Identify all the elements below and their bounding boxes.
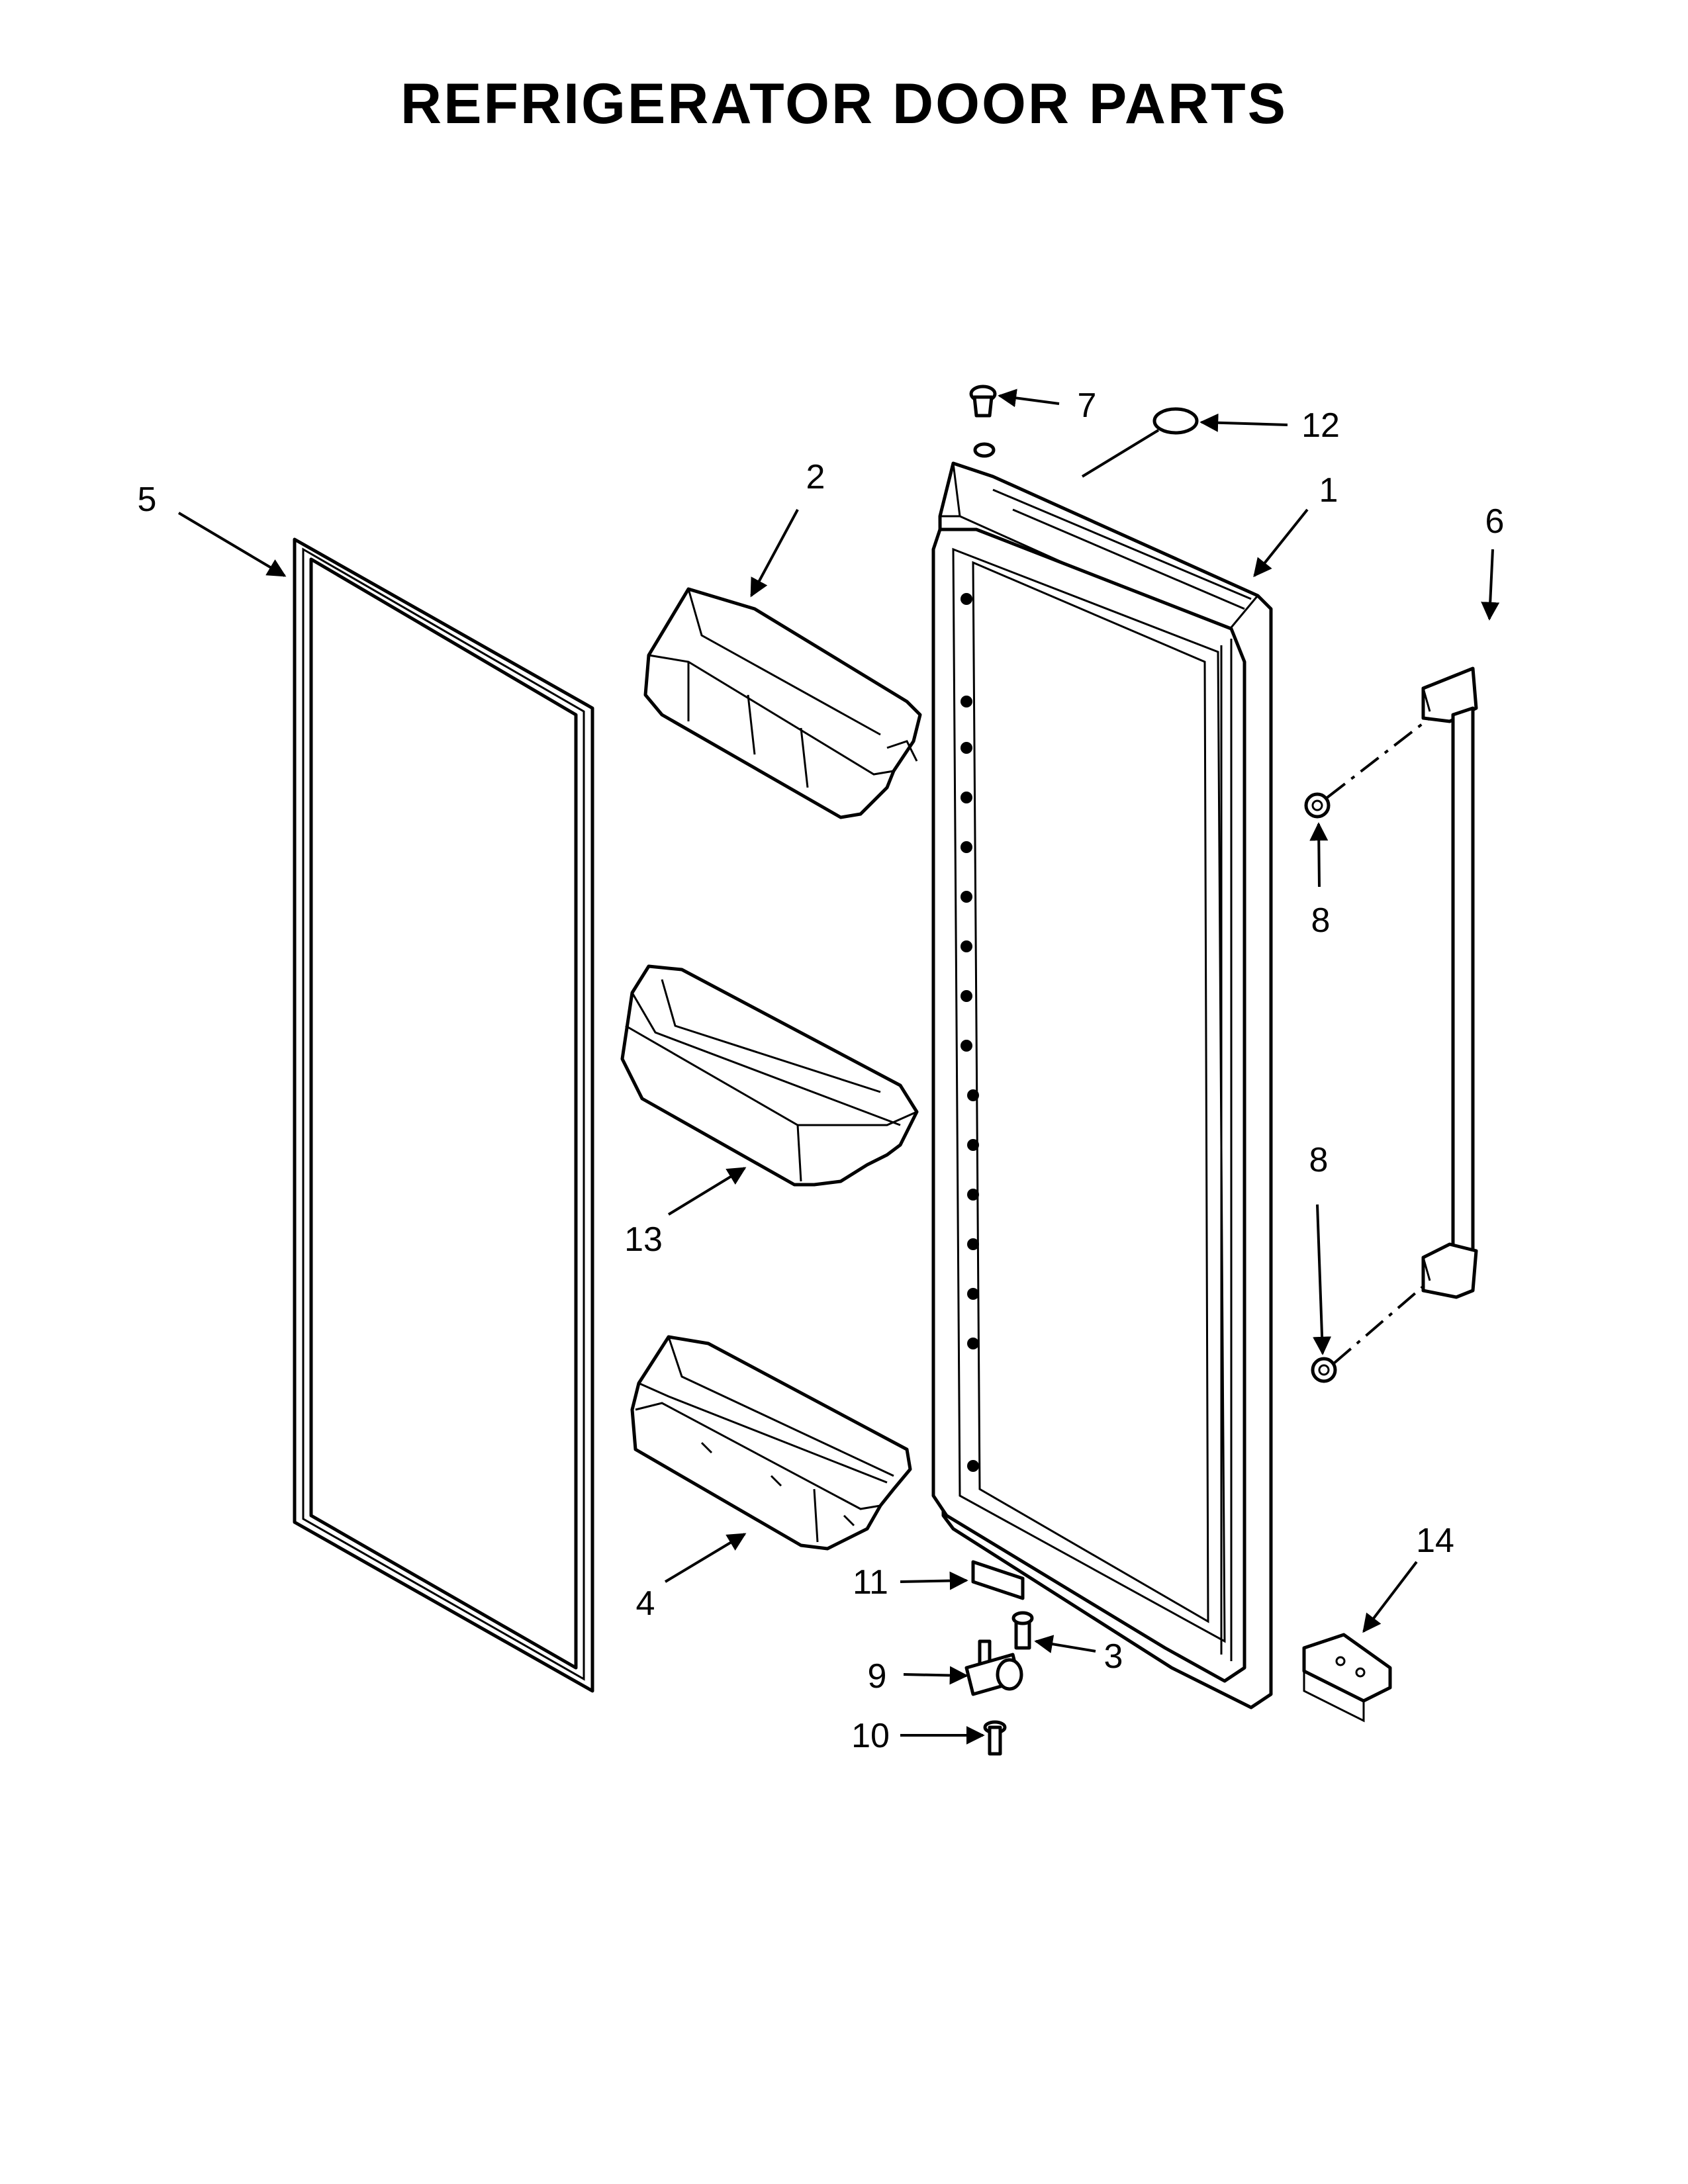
middle-door-bin	[620, 964, 919, 1187]
callout-6: 6	[1485, 502, 1505, 541]
callout-3: 3	[1104, 1637, 1123, 1676]
callout-11: 11	[853, 1563, 888, 1602]
handle-dashed-line-upper	[1326, 717, 1431, 799]
handle-dashed-line-lower	[1333, 1279, 1431, 1365]
callout-9: 9	[868, 1657, 887, 1696]
hinge-bolt	[983, 1720, 1007, 1756]
leader-13	[667, 1167, 747, 1216]
connector-12	[1081, 429, 1160, 478]
bottom-hinge	[964, 1639, 1023, 1696]
callout-8-upper: 8	[1311, 901, 1331, 940]
bottom-door-bin	[630, 1335, 912, 1551]
handle-stud-lower	[1311, 1357, 1337, 1383]
leader-12	[1199, 413, 1288, 432]
leader-11	[900, 1571, 968, 1590]
leader-4	[664, 1533, 747, 1583]
callout-14: 14	[1416, 1522, 1454, 1560]
leader-14	[1362, 1561, 1418, 1633]
leader-3	[1034, 1635, 1096, 1653]
callout-1: 1	[1319, 471, 1338, 510]
leader-5	[177, 512, 287, 577]
callout-4: 4	[636, 1584, 655, 1623]
callout-12: 12	[1301, 406, 1340, 445]
callout-10: 10	[851, 1717, 890, 1755]
hinge-washer	[1152, 407, 1199, 435]
hinge-shim	[971, 1560, 1025, 1600]
callout-8-lower: 8	[1309, 1141, 1329, 1179]
callout-5: 5	[138, 480, 157, 519]
leader-1	[1253, 508, 1309, 578]
door-gasket	[293, 537, 594, 1693]
page-title: REFRIGERATOR DOOR PARTS	[400, 72, 1288, 136]
hinge-cover	[1302, 1633, 1392, 1723]
door-handle	[1421, 666, 1478, 1299]
callout-2: 2	[806, 458, 825, 496]
callout-13: 13	[624, 1220, 663, 1259]
top-door-bin	[643, 587, 922, 819]
handle-stud-upper	[1304, 792, 1331, 819]
door-assembly	[931, 461, 1273, 1709]
hinge-screw	[1011, 1611, 1034, 1650]
leader-2	[750, 509, 799, 598]
leader-9	[903, 1666, 968, 1685]
leader-7	[998, 388, 1060, 408]
callout-7: 7	[1078, 387, 1097, 425]
leader-6	[1481, 549, 1500, 621]
leader-8-lower	[1313, 1204, 1332, 1355]
hinge-plug	[969, 385, 997, 458]
